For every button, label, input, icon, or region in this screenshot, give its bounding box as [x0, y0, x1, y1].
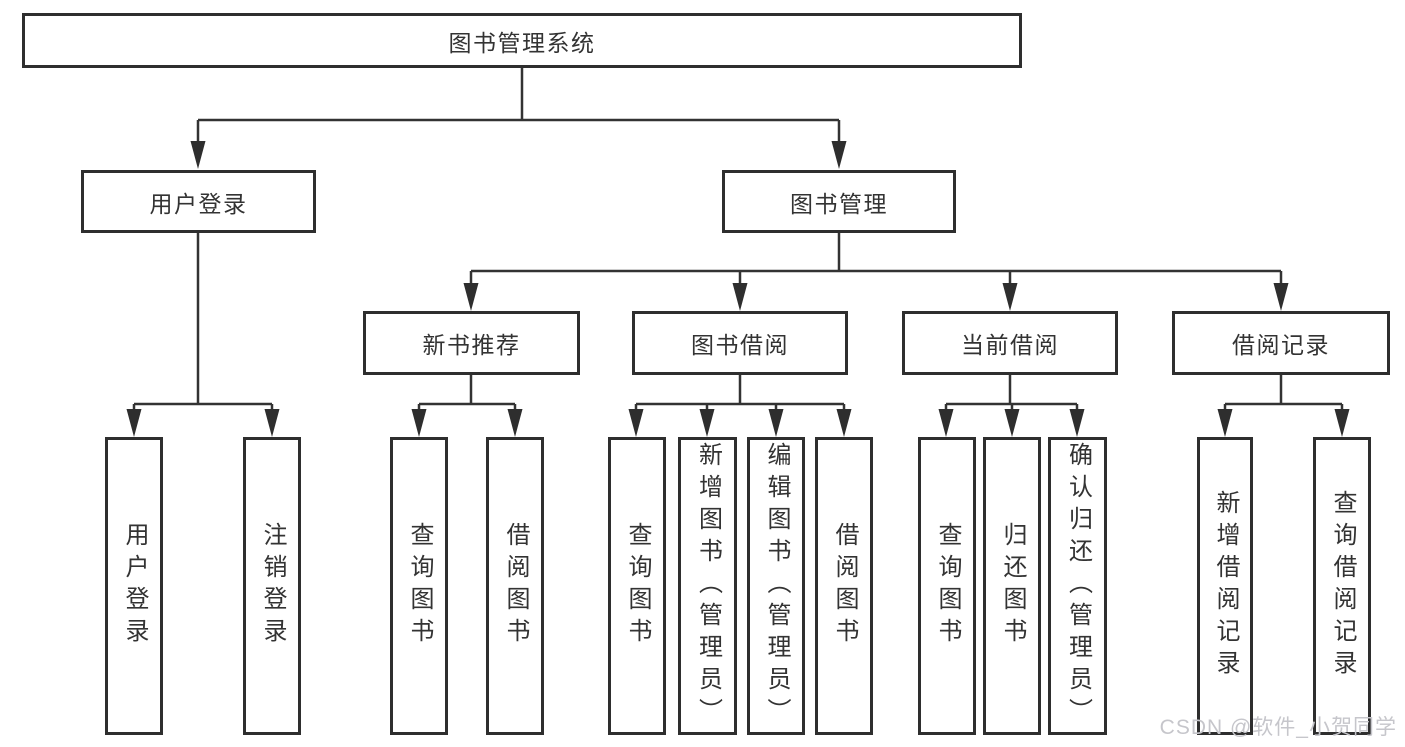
- leaf-return-books: 归还图书: [983, 437, 1041, 735]
- arrow-down-icon: [507, 409, 523, 437]
- leaf-query-borrow-record: 查询借阅记录: [1313, 437, 1371, 735]
- leaf-confirm-return-admin-label: 确认归还（管理员）: [1064, 442, 1092, 730]
- arrow-down-icon: [1273, 283, 1289, 311]
- arrow-down-icon: [732, 283, 748, 311]
- arrow-down-icon: [1217, 409, 1233, 437]
- arrow-down-icon: [628, 409, 644, 437]
- leaf-query-books-recommend-label: 查询图书: [406, 522, 433, 650]
- leaf-user-login: 用户登录: [105, 437, 163, 735]
- arrow-down-icon: [126, 409, 142, 437]
- csdn-watermark: CSDN @软件_小贺同学: [1159, 716, 1397, 739]
- node-current-borrow: 当前借阅: [902, 311, 1118, 375]
- leaf-borrow-books: 借阅图书: [815, 437, 873, 735]
- arrow-down-icon: [463, 283, 479, 311]
- leaf-confirm-return-admin: 确认归还（管理员）: [1048, 437, 1107, 735]
- arrow-down-icon: [938, 409, 954, 437]
- arrow-down-icon: [768, 409, 784, 437]
- leaf-query-books-borrow-label: 查询图书: [624, 522, 651, 650]
- node-borrow-records: 借阅记录: [1172, 311, 1390, 375]
- arrow-down-icon: [1002, 283, 1018, 311]
- leaf-query-books-recommend: 查询图书: [390, 437, 448, 735]
- leaf-edit-books-admin: 编辑图书（管理员）: [747, 437, 805, 735]
- leaf-borrow-books-recommend: 借阅图书: [486, 437, 544, 735]
- leaf-logout-label: 注销登录: [259, 522, 286, 650]
- node-user-login: 用户登录: [81, 170, 316, 233]
- node-book-borrow: 图书借阅: [632, 311, 848, 375]
- tree-edges: [132, 68, 1344, 414]
- leaf-query-books-current-label: 查询图书: [934, 522, 961, 650]
- node-borrow-records-label: 借阅记录: [1232, 332, 1330, 358]
- leaf-query-books-borrow: 查询图书: [608, 437, 666, 735]
- node-user-login-label: 用户登录: [149, 190, 248, 217]
- node-current-borrow-label: 当前借阅: [961, 332, 1059, 358]
- arrow-down-icon: [411, 409, 427, 437]
- leaf-user-login-label: 用户登录: [121, 522, 148, 650]
- leaf-return-books-label: 归还图书: [999, 522, 1026, 650]
- node-book-management: 图书管理: [722, 170, 956, 233]
- arrow-down-icons: [126, 141, 1350, 437]
- node-book-management-label: 图书管理: [790, 190, 888, 217]
- node-new-book-recommend-label: 新书推荐: [422, 332, 521, 358]
- arrow-down-icon: [190, 141, 206, 169]
- leaf-query-books-current: 查询图书: [918, 437, 976, 735]
- arrow-down-icon: [836, 409, 852, 437]
- arrow-down-icon: [264, 409, 280, 437]
- leaf-borrow-books-label: 借阅图书: [831, 522, 858, 650]
- leaf-edit-books-admin-label: 编辑图书（管理员）: [763, 442, 790, 730]
- node-new-book-recommend: 新书推荐: [363, 311, 580, 375]
- node-root-label: 图书管理系统: [448, 29, 596, 56]
- arrow-down-icon: [1334, 409, 1350, 437]
- leaf-add-borrow-record-label: 新增借阅记录: [1212, 490, 1239, 682]
- leaf-add-books-admin-label: 新增图书（管理员）: [694, 442, 722, 730]
- arrow-down-icon: [831, 141, 847, 169]
- leaf-logout: 注销登录: [243, 437, 301, 735]
- node-book-borrow-label: 图书借阅: [691, 332, 789, 358]
- leaf-add-borrow-record: 新增借阅记录: [1197, 437, 1253, 735]
- arrow-down-icon: [699, 409, 715, 437]
- leaf-add-books-admin: 新增图书（管理员）: [678, 437, 737, 735]
- arrow-down-icon: [1004, 409, 1020, 437]
- leaf-query-borrow-record-label: 查询借阅记录: [1329, 490, 1356, 682]
- node-root: 图书管理系统: [22, 13, 1022, 68]
- leaf-borrow-books-recommend-label: 借阅图书: [502, 522, 529, 650]
- arrow-down-icon: [1069, 409, 1085, 437]
